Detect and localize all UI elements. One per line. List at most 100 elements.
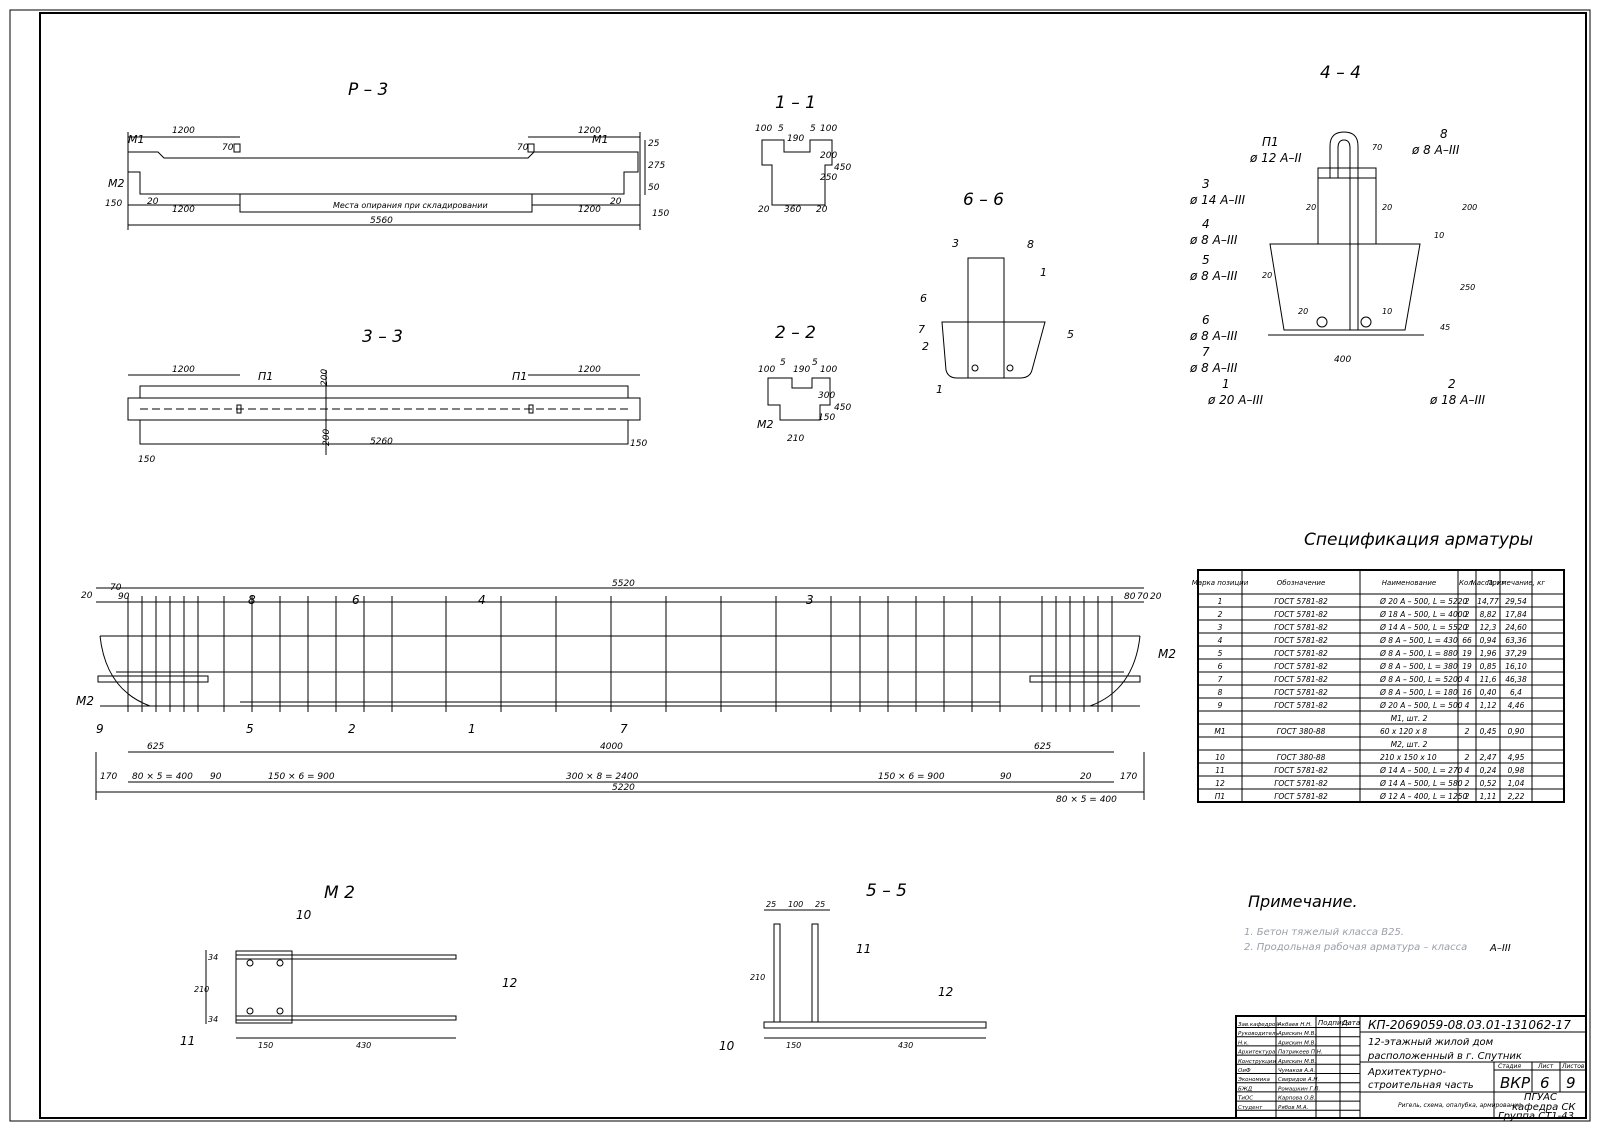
dim-p3-right: 1200 [578,126,601,136]
dim-11-200: 200 [820,151,837,161]
dim-p3-left: 1200 [172,126,195,136]
s55-label-10: 10 [719,1039,735,1053]
stamp-org-1: ПГУАС [1524,1092,1557,1103]
spec-header-3: Кол. [1459,579,1475,587]
dim-11-5b: 5 [810,124,816,134]
section-title-m2: М 2 [324,883,355,903]
stamp-sheet: 6 [1540,1074,1550,1092]
stamp-name: Карпова О.В. [1278,1096,1316,1102]
stamp-name: Ромашкин Г.П. [1278,1086,1320,1092]
label-66-2: 2 [922,340,929,353]
reinforcement-cage: 20 70 90 5520 80 70 20 8 6 4 3 М2 М2 9 5… [76,579,1176,805]
spec-cell: 11 [1215,766,1225,775]
spec-cell: 37,29 [1505,649,1527,658]
spec-cell: 2 [1465,610,1470,619]
spec-cell: 2 [1465,623,1470,632]
dim-22-190: 190 [793,365,810,375]
dim-11-360: 360 [784,205,801,215]
stamp-name: Чумаков А.А. [1278,1068,1315,1074]
cage-dim-20: 20 [1080,772,1092,782]
spec-cell: Ø 12 А – 400, L = 1250 [1379,792,1467,801]
spec-cell: ГОСТ 5781-82 [1274,688,1328,697]
spec-cell: 2 [1465,727,1470,736]
m2-label-11: 11 [180,1034,195,1048]
spec-cell: 7 [1218,675,1223,684]
callout-44-3-pos: 3 [1202,177,1210,191]
cage-dim-150x6b: 150 × 6 = 900 [878,772,945,782]
stamp-role: Конструкции [1238,1059,1276,1065]
spec-header-0: Марка позиции [1192,579,1249,587]
spec-cell: 4,95 [1508,753,1525,762]
spec-cell: 0,40 [1480,688,1497,697]
spec-cell: 4 [1465,675,1470,684]
spec-cell: 1,96 [1480,649,1497,658]
spec-cell: 63,36 [1505,636,1527,645]
notes: Примечание. 1. Бетон тяжелый класса В25.… [1244,892,1511,954]
stamp-title-2: расположенный в г. Спутник [1367,1051,1522,1062]
spec-cell: 60 х 120 х 8 [1380,727,1427,736]
dim-p3-total: 5560 [370,216,393,226]
callout-44-5-spec: ø 8 А–III [1189,269,1238,283]
stamp-sheet-hdr: Лист [1537,1063,1554,1070]
callout-44-8-pos: 8 [1440,127,1448,141]
dim-p3-50: 50 [648,183,660,193]
spec-cell: Ø 14 А – 500, L = 270 [1379,766,1463,775]
cage-dim-90a: 90 [210,772,222,782]
callout-44-p1-spec: ø 12 А–II [1249,151,1302,165]
cage-dim-300x8: 300 × 8 = 2400 [566,772,639,782]
spec-cell: Ø 20 А – 500, L = 500 [1379,701,1463,710]
dim-p3-150b: 150 [652,209,669,219]
dim-p3-1200d: 1200 [578,205,601,215]
cage-label-m2-right: М2 [1158,647,1176,661]
cage-label-9: 9 [96,722,104,736]
cage-dim-total: 5220 [612,783,635,793]
dim-p3-1200c: 1200 [172,205,195,215]
spec-cell: 12,3 [1480,623,1497,632]
dim-44-20b: 20 [1382,203,1392,212]
stamp-role: Архитектура [1237,1050,1276,1056]
dim-44-10a: 10 [1434,231,1444,240]
s55-dim-25b: 25 [815,900,825,909]
dim-33-150b: 150 [630,439,647,449]
stamp-part-1: Архитектурно- [1367,1067,1446,1078]
spec-cell: 2,22 [1508,792,1525,801]
section-title-44: 4 – 4 [1320,63,1361,83]
spec-cell: 16 [1462,688,1472,697]
spec-cell: ГОСТ 5781-82 [1274,623,1328,632]
section-title-p3: Р – 3 [348,80,388,100]
spec-cell: 2 [1465,779,1470,788]
spec-cell: Ø 8 А – 500, L = 5200 [1379,675,1463,684]
dim-p3-275: 275 [648,161,665,171]
cage-label-2: 2 [348,722,356,736]
spec-cell: Ø 8 А – 500, L = 880 [1379,649,1458,658]
cage-label-1: 1 [468,722,476,736]
callout-44-1-spec: ø 20 А–III [1207,393,1264,407]
spec-cell: 12 [1215,779,1225,788]
label-66-7: 7 [918,323,925,336]
stamp-name: Арискин М.В. [1277,1040,1316,1046]
cage-dim-170a: 170 [100,772,117,782]
stamp-stage: ВКР [1500,1074,1531,1092]
spec-cell: 2 [1465,792,1470,801]
spec-cell: М1, шт. 2 [1391,714,1428,723]
dim-44-400: 400 [1334,355,1351,365]
spec-header-5: Примечание, кг [1487,579,1545,587]
dim-11-5a: 5 [778,124,784,134]
dim-22-150: 150 [818,413,835,423]
stamp-caption: Ригель, схема, опалубка, армирование [1398,1102,1522,1109]
stamp-name: Акбаев Н.Н. [1277,1022,1312,1028]
spec-cell: 0,52 [1480,779,1497,788]
section-title-66: 6 – 6 [963,190,1004,210]
spec-cell: 66 [1462,636,1472,645]
spec-cell: 10 [1215,753,1225,762]
stamp-role: БЖД [1238,1086,1253,1092]
spec-cell: 14,77 [1477,597,1499,606]
dim-22-300: 300 [818,391,835,401]
